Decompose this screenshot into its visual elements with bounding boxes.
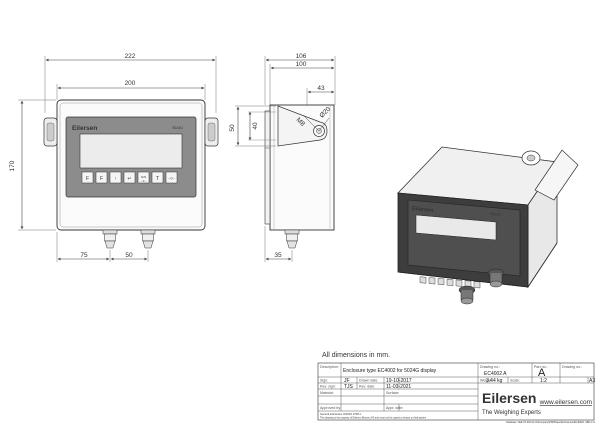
dim-body-width: 200 — [125, 80, 136, 87]
dim-depth-body: 100 — [296, 61, 307, 68]
keypad: F F ↑ ↵ G/N →0← T →0← — [81, 171, 178, 184]
front-brand: Eilersen — [72, 125, 97, 132]
tb-sheet-size: A3 — [589, 378, 595, 384]
key-label: ↵ — [127, 176, 131, 182]
iso-bracket — [521, 149, 579, 201]
dim-bracket-offset: 43 — [317, 85, 325, 92]
tb-approved-label: Approved by: — [320, 406, 341, 410]
iso-model: 5024G — [490, 212, 501, 217]
tb-drawing-no2-label: Drawing no.: — [562, 365, 582, 369]
side-view: 106 100 43 50 40 M8 Ø20 — [229, 53, 336, 262]
mounting-bracket-right — [204, 117, 219, 147]
company-tagline: The Weighing Experts — [482, 410, 541, 416]
tb-part-no-label: Part no.: — [534, 365, 548, 369]
cable-gland-side — [284, 229, 300, 249]
iso-keypad — [419, 276, 481, 289]
tb-drawn-date-label: Drawn date: — [359, 379, 378, 383]
iso-brand: Eilersen — [412, 206, 434, 214]
dim-gland-left: 75 — [80, 252, 88, 259]
key-label: →0← — [167, 177, 176, 181]
iso-cable-gland-left — [458, 285, 476, 305]
key-label: F — [100, 176, 103, 182]
iso-cable-gland-right — [487, 268, 505, 288]
tb-scale-label: Scale: — [510, 379, 520, 383]
tb-surface-label: Surface: — [386, 391, 399, 395]
dim-height: 170 — [9, 160, 16, 171]
tb-drawing-no-label: Drawing no.: — [480, 365, 500, 369]
tb-appr-date-label: Appr. date: — [386, 406, 403, 410]
dim-overall-width: 222 — [125, 53, 136, 60]
cable-gland-right — [140, 229, 156, 249]
front-bezel-side — [264, 110, 271, 225]
front-model: 5024G — [172, 126, 183, 130]
dim-gland-offset: 35 — [274, 252, 282, 259]
tb-weight: 3.44 kg — [486, 378, 503, 384]
tb-material-label: Material: — [320, 391, 334, 395]
key-label: G/N — [141, 175, 146, 179]
tb-tolerance-note: General tolerances: DS/ISO 2768-1 — [320, 412, 362, 416]
dim-gland-spacing: 50 — [125, 252, 133, 259]
tb-weight-label: Weight: — [480, 379, 492, 383]
tb-drawing-no: EC4002 A — [484, 371, 507, 377]
tb-drawn-date: 19-10-2017 — [386, 378, 412, 384]
dim-bracket-height: 50 — [229, 124, 236, 132]
key-label: →0← — [140, 179, 147, 183]
cable-gland-left — [102, 229, 118, 249]
company-website[interactable]: www.eilersen.com — [539, 399, 592, 406]
company-logo: Eilersen — [482, 390, 536, 406]
front-view: 222 200 170 Eilersen 5024G F — [9, 53, 219, 262]
tb-description-label: Description: — [320, 365, 339, 369]
tb-rev-date-label: Rev. date: — [359, 385, 375, 389]
dimensions-note: All dimensions in mm. — [322, 352, 390, 359]
tb-scale: 1:2 — [540, 378, 547, 384]
iso-lcd-screen — [415, 214, 497, 241]
title-block: Description: Enclosure type EC4002 for 5… — [317, 362, 595, 421]
tb-description: Enclosure type EC4002 for 5024G display — [343, 368, 437, 374]
tb-rev-date: 11-03-2021 — [386, 384, 411, 390]
key-label: F — [86, 176, 89, 182]
callout-screw: M8 — [295, 116, 307, 128]
lcd-screen — [79, 133, 183, 169]
tb-rev-sign-label: Rev. sign: — [320, 385, 336, 389]
key-label: T — [156, 176, 159, 182]
isometric-view: Eilersen 5024G — [397, 146, 579, 305]
dim-depth-overall: 106 — [296, 53, 307, 60]
tb-revision: A — [538, 367, 546, 379]
key-label: ↑ — [114, 176, 117, 182]
file-path: Database: \\EE-ST-002-01-01\Company\PDM\… — [506, 421, 595, 424]
tb-copyright-note: This drawing is the property of Eilersen… — [320, 417, 427, 420]
dim-bracket-slot: 40 — [252, 122, 259, 130]
mounting-bracket-left — [43, 117, 58, 147]
tb-sign: JF — [344, 378, 350, 384]
tb-sign-label: Sign: — [320, 379, 328, 383]
tb-rev-sign: TJS — [344, 384, 354, 390]
